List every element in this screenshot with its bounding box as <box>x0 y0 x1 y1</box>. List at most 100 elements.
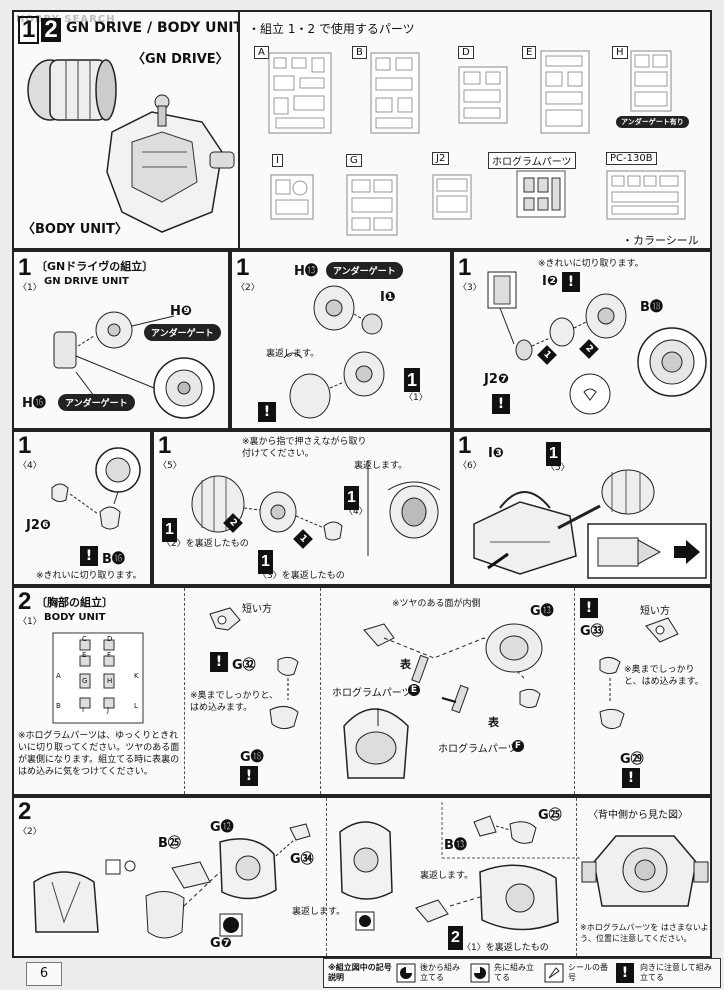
hologram-e-label: ホログラムパーツ <box>332 688 412 699</box>
part-g33: G㉝ <box>580 624 604 639</box>
part-b25: B㉕ <box>158 836 181 851</box>
parts-panel: ・組立 1・2 で使用するパーツ A B D E H アンダーゲート有り I G… <box>238 10 712 250</box>
step-1-6-panel: 1 〈6〉 I❸ 1 〈5〉 <box>452 430 712 586</box>
omote-label-1: 表 <box>400 658 411 671</box>
step-1-2-panel: 1 〈2〉 H⓭ アンダーゲート I❶ 裏返します。 1 〈1〉 ! <box>230 250 452 430</box>
step-1-6-ref-5: 〈5〉 <box>546 463 570 473</box>
shiny-side-note: ※ツヤのある面が内側 <box>392 599 481 609</box>
part-g29: G㉙ <box>620 752 644 767</box>
step-1-3-note: ※きれいに切り取ります。 <box>538 259 644 269</box>
part-i3: I❸ <box>488 446 504 461</box>
omote-label-2: 表 <box>488 716 499 729</box>
header-title: GN DRIVE / BODY UNIT <box>66 20 240 36</box>
part-i1: I❶ <box>380 290 396 305</box>
runner-e-image <box>540 50 590 134</box>
short-side-label-2: 短い方 <box>640 606 670 617</box>
step-2-1-title: 〔胸部の組立〕 <box>36 596 113 609</box>
part-h16: H⓰ <box>22 396 46 411</box>
part-h13: H⓭ <box>294 264 318 279</box>
step-1-6-ref-5-num: 1 <box>546 442 561 466</box>
parts-title: ・組立 1・2 で使用するパーツ <box>248 22 415 36</box>
step-2-2-reverse-2: 裏返します。 <box>420 871 474 881</box>
part-b26: B⓰ <box>102 552 125 567</box>
back-view-diagram <box>581 835 709 907</box>
color-seal-label: ・カラーシール <box>622 234 699 247</box>
runner-a-label: A <box>254 46 269 59</box>
step-2-2-ref-num: 2 <box>448 926 463 950</box>
later-assemble-icon <box>396 963 416 983</box>
step-1-1-sub: 〈1〉 <box>18 283 42 293</box>
step-1-5-ref-4: 〈4〉 <box>344 507 368 517</box>
runner-e-label: E <box>522 46 537 59</box>
step-2-1-number: 2 <box>18 588 32 615</box>
step-1-4-note: ※きれいに切り取ります。 <box>36 571 142 581</box>
short-side-label: 短い方 <box>242 604 272 615</box>
step-1-2-ref-sub: 〈1〉 <box>404 393 428 403</box>
step-1-4-sub: 〈4〉 <box>18 461 42 471</box>
hologram-f-badge: F <box>512 740 524 752</box>
runner-pc130b-label: PC-130B <box>606 152 657 165</box>
watermark: HOBBY SEARCH <box>16 14 116 25</box>
step-2-1-divider-3 <box>574 588 576 794</box>
header-step-1: 1 <box>18 16 40 44</box>
step-1-6-diagram <box>473 469 707 579</box>
runner-d-image <box>458 66 508 124</box>
step-2-2-sub: 〈2〉 <box>18 827 42 837</box>
step-1-3-diagram <box>487 271 707 415</box>
runner-j2-image <box>432 174 472 220</box>
step-2-2-center-diagram <box>339 802 580 931</box>
grid-label-i: I <box>82 706 85 714</box>
part-g12: G⓬ <box>210 820 234 835</box>
step-1-3-warning-icon-top: ! <box>562 272 580 292</box>
part-i2: I❷ <box>542 274 558 289</box>
step-2-1-unit: BODY UNIT <box>44 612 106 623</box>
step-1-4-diagram <box>51 447 141 530</box>
step-2-1-warning-1: ! <box>210 652 228 672</box>
step-1-3-number: 1 <box>458 254 472 281</box>
back-view-note: ※ホログラムパーツを はさまないよう、位置に注意してください。 <box>580 923 709 943</box>
hologram-e-badge: E <box>408 684 420 696</box>
runner-d-label: D <box>458 46 474 59</box>
grid-label-e: E <box>82 651 87 659</box>
step-1-1-panel: 1 〈1〉 〔GNドライヴの組立〕 GN DRIVE UNIT H❾ アンダーゲ… <box>12 250 230 430</box>
step-1-5-ref-2: 〈2〉を裏返したもの <box>162 539 249 549</box>
grid-label-f: F <box>107 651 112 659</box>
step-1-5-reverse: 裏返します。 <box>354 461 408 471</box>
step-1-4-warning-icon: ! <box>80 546 98 566</box>
step-2-2-number: 2 <box>18 798 32 825</box>
gn-drive-illustration <box>27 59 117 121</box>
grid-label-b: B <box>56 702 61 710</box>
step-2-1-warning-2: ! <box>240 766 258 786</box>
press-note-left: ※奥までしっかりと、はめ込みます。 <box>190 691 279 713</box>
step-1-5-ref-4-num: 1 <box>344 486 359 510</box>
step-1-2-reverse: 裏返します。 <box>266 349 320 359</box>
body-unit-illustration <box>106 94 235 233</box>
step-1-5-ref-2-num: 1 <box>162 518 177 542</box>
hologram-sheet-diagram <box>52 632 144 724</box>
runner-h-label: H <box>612 46 628 59</box>
runner-g-image <box>346 174 398 236</box>
seal-number-icon <box>544 963 564 983</box>
symbol-legend: ※組立図中の記号説明 後から組み立てる 先に組み立てる シールの番号 ! 向きに… <box>323 958 721 988</box>
under-gate-badge-1: アンダーゲート <box>144 324 221 341</box>
step-1-2-warning-icon: ! <box>258 402 276 422</box>
back-view-label: 〈背中側から見た図〉 <box>588 810 688 821</box>
grid-label-a: A <box>56 672 61 680</box>
step-1-2-sub: 〈2〉 <box>236 283 260 293</box>
step-2-2-left-diagram <box>33 823 311 939</box>
step-2-2-ref: 〈1〉を裏返したもの <box>462 943 549 953</box>
legend-seal: シールの番号 <box>568 963 608 982</box>
header-panel: HOBBY SEARCH 1 2 GN DRIVE / BODY UNIT 〈G… <box>12 10 240 250</box>
runner-a-image <box>268 52 332 134</box>
part-g25: G㉕ <box>538 808 562 823</box>
step-2-1-center-diagram <box>343 623 543 779</box>
under-gate-note: アンダーゲート有り <box>616 116 689 128</box>
step-1-4-panel: 1 〈4〉 J2❻ ! B⓰ ※きれいに切り取ります。 <box>12 430 152 586</box>
legend-later: 後から組み立てる <box>420 963 460 982</box>
runner-b-label: B <box>352 46 367 59</box>
header-step-2: 2 <box>41 18 61 42</box>
step-1-5-number: 1 <box>158 432 172 459</box>
step-1-4-number: 1 <box>18 432 32 459</box>
runner-i-label: I <box>272 154 283 167</box>
part-b28: B⓲ <box>640 300 663 315</box>
